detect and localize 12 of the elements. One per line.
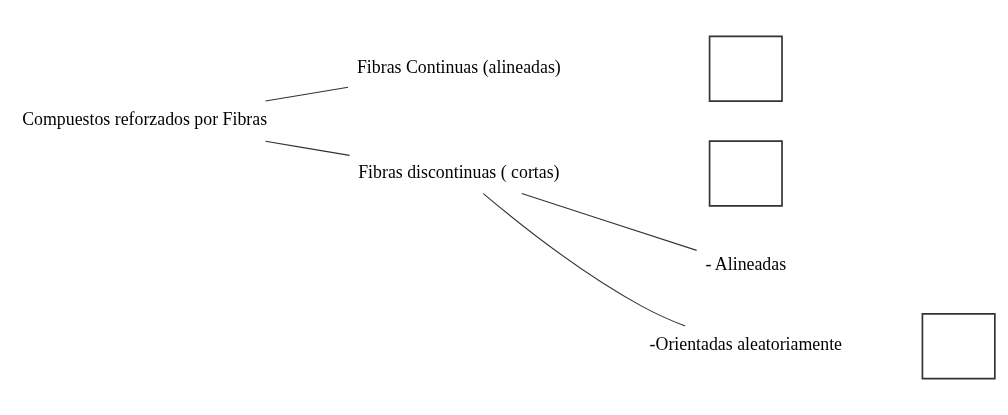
node-text: Fibras discontinuas ( cortas) xyxy=(358,161,560,182)
connector xyxy=(264,86,349,102)
connector xyxy=(264,140,351,156)
node-box xyxy=(921,313,996,380)
node-text: Fibras Continuas (alineadas) xyxy=(356,57,561,78)
node-text: - Alineadas xyxy=(705,254,787,275)
node-box xyxy=(708,140,783,207)
connector xyxy=(482,193,686,327)
node-text: -Orientadas aleatoriamente xyxy=(649,334,842,355)
node-box xyxy=(708,35,783,102)
node-text: Compuestos reforzados por Fibras xyxy=(22,109,268,130)
connector xyxy=(521,193,698,251)
